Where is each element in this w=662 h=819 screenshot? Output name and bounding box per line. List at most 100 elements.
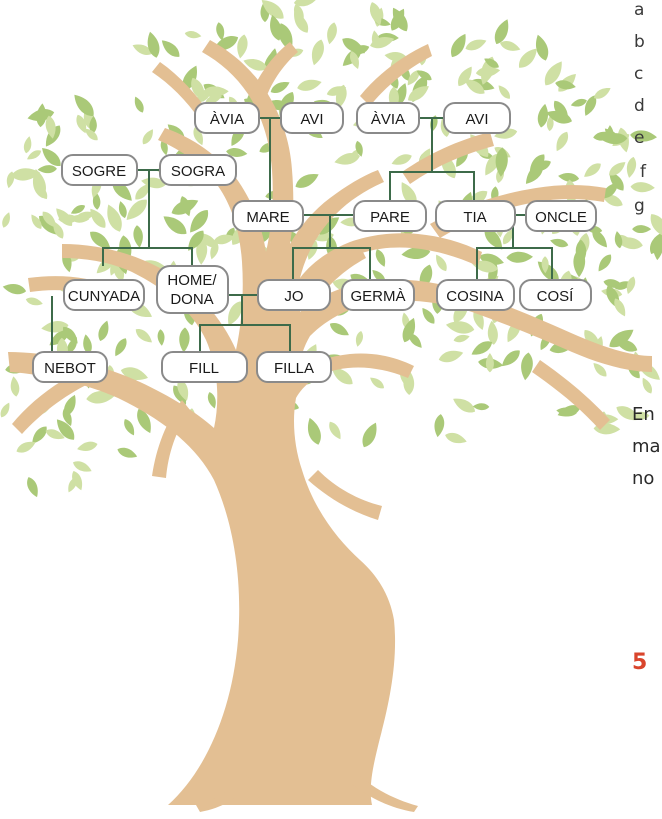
leaf-icon [292, 169, 322, 192]
leaf-icon [581, 160, 604, 181]
leaf-icon [624, 155, 638, 179]
leaf-icon [639, 376, 655, 396]
node-cosina: COSINA [436, 279, 515, 311]
node-mare-label: MARE [246, 209, 289, 226]
leaf-icon [452, 332, 471, 344]
node-home-dona-label-line2: DONA [170, 291, 213, 308]
node-oncle-label: ONCLE [535, 209, 587, 226]
node-sogre: SOGRE [61, 154, 138, 186]
side-text-line-5: e [634, 128, 645, 148]
leaf-icon [1, 281, 28, 297]
leaf-icon [122, 195, 151, 225]
node-home-dona: HOME/ DONA [156, 265, 229, 314]
leaf-icon [444, 318, 476, 336]
leaf-icon [22, 135, 33, 154]
leaf-icon [485, 353, 494, 373]
page-number: 5 [632, 650, 648, 675]
leaf-icon [519, 351, 535, 381]
leaf-icon [373, 247, 389, 269]
node-cunyada-label: CUNYADA [68, 288, 140, 305]
leaf-icon [326, 419, 345, 442]
leaf-icon [437, 347, 465, 365]
leaf-icon [37, 164, 58, 174]
side-text-line-2: b [634, 32, 645, 52]
node-avia-paternal-label: ÀVIA [371, 111, 405, 128]
node-avia-paternal: ÀVIA [356, 102, 420, 134]
leaf-icon [630, 181, 656, 193]
leaf-icon [139, 127, 157, 147]
node-sogre-label: SOGRE [72, 163, 126, 180]
node-nebot-label: NEBOT [44, 360, 96, 377]
node-germa-label: GERMÀ [350, 288, 405, 305]
leaf-icon [308, 37, 327, 67]
side-paragraph-line-2: ma [632, 436, 661, 457]
node-avia-maternal-label: ÀVIA [210, 111, 244, 128]
leaf-icon [498, 346, 523, 370]
connector-children-descent [199, 295, 291, 352]
connector-parents-descent [292, 215, 371, 282]
leaf-icon [178, 327, 191, 353]
leaf-icon [184, 29, 202, 40]
family-connectors [51, 117, 553, 352]
node-pare-label: PARE [370, 209, 410, 226]
node-filla: FILLA [256, 351, 332, 383]
leaf-icon [95, 319, 112, 343]
node-home-dona-label-line1: HOME/ [167, 272, 217, 289]
leaf-icon [463, 36, 489, 54]
leaf-icon [86, 205, 110, 231]
node-jo: JO [257, 279, 331, 311]
tree-trunk [8, 40, 652, 812]
leaf-icon [450, 394, 478, 417]
node-fill-label: FILL [189, 360, 219, 377]
node-sogra: SOGRA [159, 154, 237, 186]
leaf-icon [304, 416, 324, 447]
leaf-icon [24, 475, 42, 499]
leaf-icon [0, 211, 13, 229]
leaf-icon [389, 151, 414, 169]
side-paragraph-line-1: En [632, 404, 655, 425]
leaf-icon [532, 33, 552, 63]
node-cosina-label: COSINA [446, 288, 504, 305]
leaf-icon [76, 439, 99, 454]
connector-inlaws-descent [102, 170, 193, 266]
leaf-icon [632, 225, 652, 234]
node-mare: MARE [232, 200, 304, 232]
node-cosi-label: COSÍ [537, 288, 575, 305]
node-tia: TIA [435, 200, 516, 232]
leaf-icon [506, 251, 534, 264]
node-oncle: ONCLE [525, 200, 597, 232]
leaf-icon [472, 402, 490, 411]
leaf-icon [121, 417, 138, 438]
side-paragraph-line-3: no [632, 468, 655, 489]
node-cunyada: CUNYADA [63, 279, 145, 311]
node-avi-paternal: AVI [443, 102, 511, 134]
side-text-line-6: f [640, 162, 646, 182]
leaf-icon [158, 36, 183, 61]
node-avi-maternal-label: AVI [300, 111, 323, 128]
leaf-icon [595, 251, 615, 274]
leaf-icon [367, 374, 387, 391]
leaf-icon [552, 129, 572, 154]
node-sogra-label: SOGRA [171, 163, 225, 180]
node-nebot: NEBOT [32, 351, 108, 383]
side-text-line-3: c [634, 64, 644, 84]
leaf-icon [432, 413, 446, 438]
leaf-icon [159, 211, 191, 239]
node-fill: FILL [161, 351, 248, 383]
leaf-icon [133, 325, 155, 346]
leaf-icon [156, 328, 166, 347]
leaf-icon [115, 445, 139, 461]
node-jo-label: JO [284, 288, 303, 305]
node-tia-label: TIA [463, 209, 486, 226]
leaf-icon [295, 76, 323, 94]
node-avi-maternal: AVI [280, 102, 344, 134]
side-text-line-1: a [634, 0, 645, 20]
node-avia-maternal: ÀVIA [194, 102, 260, 134]
node-filla-label: FILLA [274, 360, 314, 377]
leaf-icon [35, 102, 48, 128]
leaf-icon [358, 420, 382, 450]
family-nodes: ÀVIA AVI ÀVIA AVI SOGRE SOGRA MARE PARE [32, 102, 597, 383]
leaf-icon [327, 319, 352, 340]
leaf-icon [354, 330, 365, 348]
node-avi-paternal-label: AVI [465, 111, 488, 128]
